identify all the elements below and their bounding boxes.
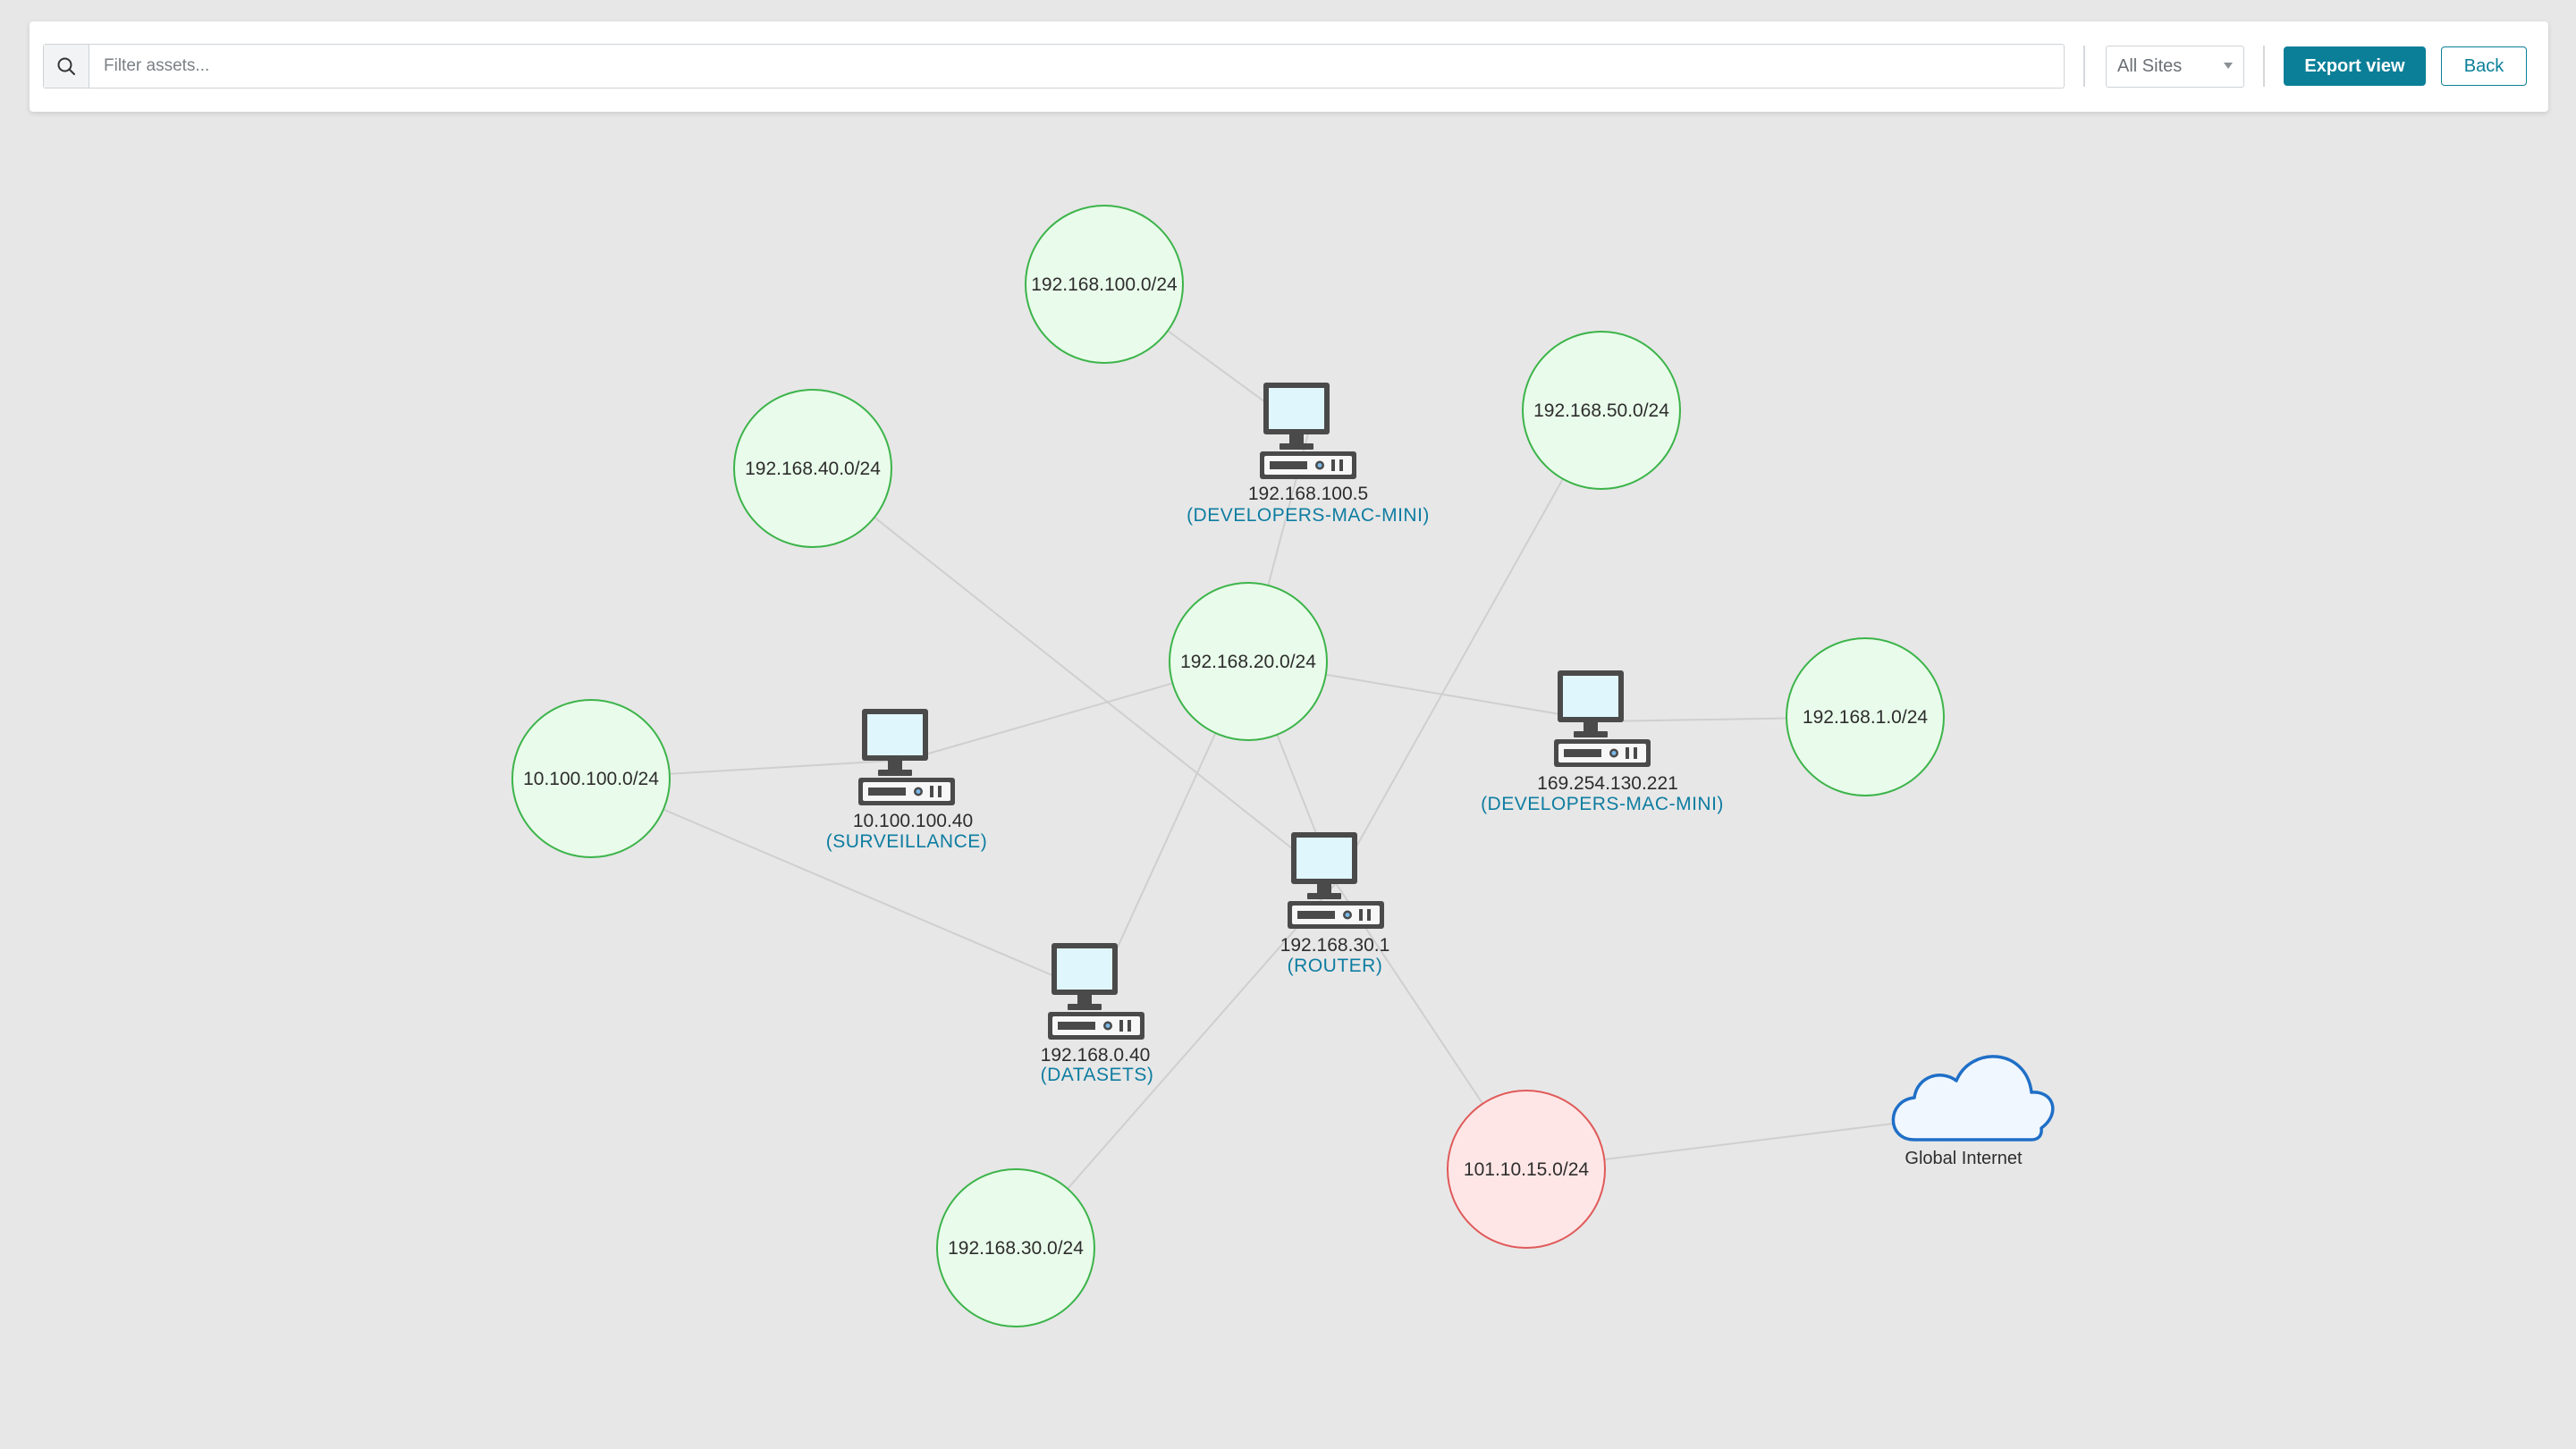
subnet-label: 192.168.100.0/24 xyxy=(1031,274,1178,295)
subnet-node[interactable]: 192.168.40.0/24 xyxy=(733,389,892,548)
subnet-label: 192.168.40.0/24 xyxy=(745,459,881,479)
computer-icon xyxy=(1288,832,1384,929)
search-input[interactable] xyxy=(89,45,2064,88)
graph-edge xyxy=(812,468,1337,884)
computer-icon xyxy=(1554,670,1651,767)
host-name: (SURVEILLANCE) xyxy=(826,831,988,852)
subnet-node-external[interactable]: 101.10.15.0/24 xyxy=(1447,1090,1606,1249)
graph-edge xyxy=(1015,882,1337,1249)
host-name: (DATASETS) xyxy=(1041,1065,1154,1085)
export-view-button[interactable]: Export view xyxy=(2284,46,2426,86)
computer-icon xyxy=(1260,383,1356,479)
internet-node[interactable]: Global Internet xyxy=(1891,1055,2055,1168)
host-ip: 169.254.130.221 xyxy=(1537,773,1678,794)
search-icon xyxy=(44,45,89,88)
toolbar-divider xyxy=(2083,46,2085,87)
internet-label: Global Internet xyxy=(1905,1149,2023,1168)
site-select[interactable]: All Sites xyxy=(2106,46,2244,88)
host-node[interactable]: 192.168.0.40 (DATASETS) xyxy=(1041,943,1154,1085)
chevron-down-icon xyxy=(2224,63,2233,69)
subnet-node[interactable]: 192.168.50.0/24 xyxy=(1522,331,1681,490)
subnet-label: 192.168.50.0/24 xyxy=(1533,400,1669,421)
host-ip: 192.168.100.5 xyxy=(1248,484,1368,504)
computer-icon xyxy=(858,709,955,805)
host-name: (ROUTER) xyxy=(1288,956,1383,976)
host-name: (DEVELOPERS-MAC-MINI) xyxy=(1187,505,1430,526)
host-ip: 192.168.0.40 xyxy=(1041,1045,1151,1066)
subnet-node[interactable]: 10.100.100.0/24 xyxy=(511,699,671,858)
cloud-icon xyxy=(1891,1055,2055,1142)
subnet-label: 101.10.15.0/24 xyxy=(1464,1159,1589,1180)
subnet-node[interactable]: 192.168.30.0/24 xyxy=(936,1168,1095,1327)
host-name: (DEVELOPERS-MAC-MINI) xyxy=(1481,794,1724,814)
back-button[interactable]: Back xyxy=(2441,46,2527,86)
search-box[interactable] xyxy=(43,44,2065,88)
subnet-node[interactable]: 192.168.100.0/24 xyxy=(1025,205,1184,364)
subnet-node[interactable]: 192.168.1.0/24 xyxy=(1786,637,1945,796)
computer-icon xyxy=(1048,943,1144,1040)
graph-edge xyxy=(1335,409,1602,884)
host-node[interactable]: 192.168.30.1 (ROUTER) xyxy=(1280,832,1390,976)
subnet-label: 192.168.1.0/24 xyxy=(1803,707,1928,728)
subnet-label: 10.100.100.0/24 xyxy=(523,769,659,789)
subnet-label: 192.168.30.0/24 xyxy=(948,1238,1084,1259)
host-ip: 10.100.100.40 xyxy=(853,811,973,831)
host-ip: 192.168.30.1 xyxy=(1280,935,1390,956)
graph-edge xyxy=(590,778,1097,995)
toolbar-divider xyxy=(2263,46,2265,87)
host-node[interactable]: 192.168.100.5 (DEVELOPERS-MAC-MINI) xyxy=(1187,383,1430,526)
host-node[interactable]: 10.100.100.40 (SURVEILLANCE) xyxy=(826,709,988,852)
toolbar: All Sites Export view Back xyxy=(30,21,2548,112)
host-node[interactable]: 169.254.130.221 (DEVELOPERS-MAC-MINI) xyxy=(1481,670,1724,814)
site-select-value: All Sites xyxy=(2117,56,2183,76)
subnet-label: 192.168.20.0/24 xyxy=(1180,652,1316,672)
subnet-node[interactable]: 192.168.20.0/24 xyxy=(1169,582,1328,741)
